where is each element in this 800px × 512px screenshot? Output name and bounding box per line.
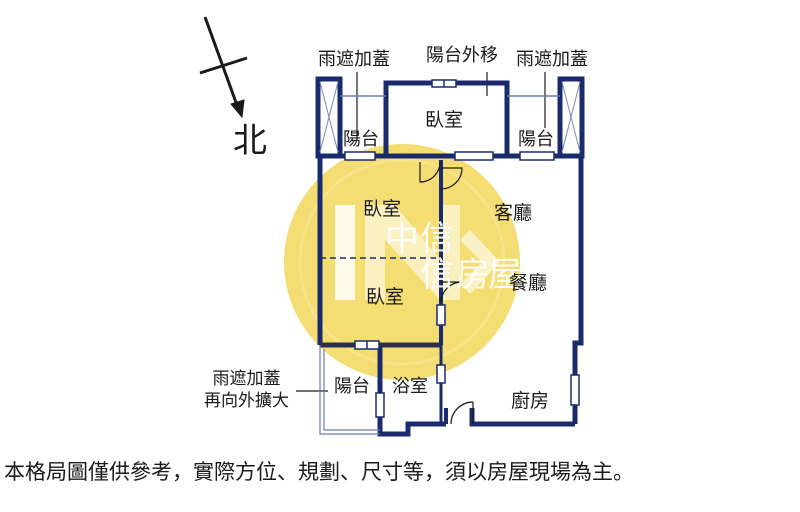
room-balcony-left: 陽台 — [343, 129, 379, 150]
note-canopy-bottom: 雨遮加蓋 再向外擴大 — [204, 368, 289, 412]
watermark-char: 信 — [420, 219, 454, 259]
windows — [344, 79, 580, 418]
room-bedroom-lower: 臥室 — [366, 286, 405, 308]
room-bathroom: 浴室 — [392, 376, 428, 397]
room-dining-room: 餐廳 — [509, 272, 548, 294]
watermark-char: 中 — [385, 219, 419, 259]
watermark-char: 房 — [456, 255, 490, 295]
disclaimer-text: 本格局圖僅供參考，實際方位、規劃、尺寸等，須以房屋現場為主。 — [4, 460, 634, 484]
note-leader-lines — [296, 72, 546, 392]
watermark-char: 屋 — [488, 255, 522, 295]
room-balcony-right: 陽台 — [518, 129, 554, 150]
room-bedroom-mid: 臥室 — [363, 198, 402, 220]
room-living-room: 客廳 — [494, 202, 533, 224]
room-balcony-bottom: 陽台 — [334, 376, 370, 397]
note-canopy-right: 雨遮加蓋 — [516, 49, 588, 70]
north-arrow-icon — [199, 16, 248, 119]
note-canopy-left: 雨遮加蓋 — [318, 49, 390, 70]
watermark-char: 信 — [420, 255, 454, 295]
bottom-balcony-frame — [319, 345, 380, 435]
room-kitchen: 廚房 — [511, 390, 550, 412]
door-swings — [419, 161, 474, 425]
room-bedroom-top: 臥室 — [425, 109, 464, 131]
note-balcony-moved-out: 陽台外移 — [426, 45, 498, 66]
north-label: 北 — [233, 121, 267, 161]
company-logo-watermark — [284, 144, 520, 380]
note-canopy-bottom-line1: 雨遮加蓋 — [212, 369, 281, 389]
note-canopy-bottom-line2: 再向外擴大 — [204, 391, 289, 411]
